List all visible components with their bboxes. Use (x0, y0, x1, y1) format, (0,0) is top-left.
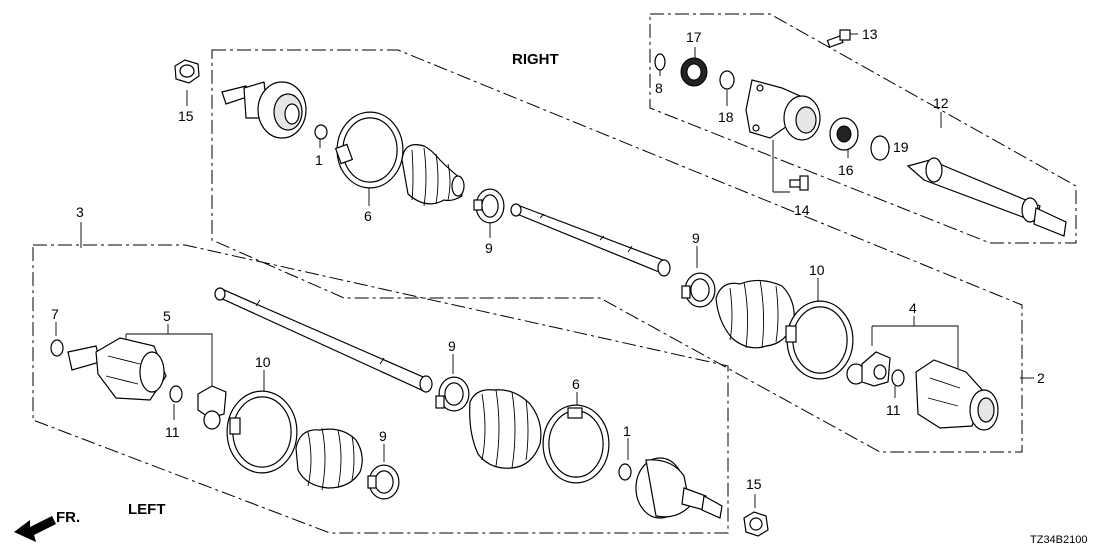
callout-14: 14 (794, 202, 810, 218)
callout-1: 1 (623, 423, 631, 439)
callout-13: 13 (862, 26, 878, 42)
heading-right: RIGHT (512, 51, 559, 68)
callout-11: 11 (165, 424, 180, 440)
heading-left: LEFT (128, 501, 166, 518)
outboard-cv-joint-left (635, 457, 723, 519)
callout-10: 10 (255, 354, 271, 370)
callout-7: 7 (51, 306, 59, 322)
snap-ring-19 (870, 135, 890, 161)
callout-15: 15 (746, 476, 762, 492)
axle-shaft-left (214, 287, 433, 393)
leader-lines (55, 33, 1034, 508)
left-assembly-outline (32, 244, 729, 534)
callout-6: 6 (572, 376, 580, 392)
boot-band-small-left-a (367, 464, 400, 500)
boot-outer-right (401, 144, 465, 207)
hub-nut-left (743, 511, 769, 537)
axle-shaft-right (510, 203, 671, 277)
callout-17: 17 (686, 29, 702, 45)
callout-4: 4 (909, 300, 917, 316)
snap-ring-18 (719, 70, 735, 90)
inboard-joint-housing-right (915, 359, 999, 431)
callout-9: 9 (692, 230, 700, 246)
bolt-13 (826, 29, 851, 48)
callout-9: 9 (379, 428, 387, 444)
front-arrow (14, 516, 56, 542)
callout-10: 10 (809, 262, 825, 278)
callout-1: 1 (315, 152, 323, 168)
circlip-left (618, 463, 632, 481)
bearing-support-bracket (745, 79, 821, 141)
callout-5: 5 (163, 308, 171, 324)
circlip-left-inner (169, 385, 183, 403)
callout-12: 12 (933, 95, 949, 111)
oil-seal-17 (680, 57, 708, 87)
boot-band-small-right-b (681, 272, 716, 308)
callout-9: 9 (485, 240, 493, 256)
boot-band-large-left-outer (542, 404, 610, 484)
bolt-14 (789, 175, 809, 191)
diagram-code: TZ34B2100 (1030, 534, 1087, 546)
callout-6: 6 (364, 208, 372, 224)
callout-9: 9 (448, 338, 456, 354)
callout-8: 8 (655, 80, 663, 96)
outboard-cv-joint-right (221, 81, 307, 139)
bearing-16 (829, 117, 859, 151)
callout-19: 19 (893, 139, 909, 155)
callout-15: 15 (178, 108, 194, 124)
boot-band-large-right-inner (785, 300, 854, 380)
inboard-joint-housing-left (67, 337, 167, 401)
boot-inner-left (295, 427, 363, 491)
tripod-joint-right (846, 351, 891, 387)
callout-18: 18 (718, 109, 734, 125)
boot-band-small-left-b (435, 376, 470, 412)
callout-11: 11 (886, 402, 901, 418)
circlip-left-outer (50, 339, 64, 357)
callout-2: 2 (1037, 370, 1045, 386)
intermediate-shaft-12 (906, 157, 1067, 237)
intermediate-shaft-outline (649, 13, 1077, 244)
boot-inner-right (715, 279, 795, 349)
boot-band-small-right-a (473, 188, 505, 224)
front-arrow-label: FR. (56, 509, 80, 526)
boot-outer-left (469, 389, 542, 469)
boot-band-large-right (334, 111, 404, 189)
hub-nut-right (174, 59, 200, 84)
circlip-right-inner (891, 369, 905, 387)
tripod-joint-left (197, 385, 227, 430)
boot-band-large-left-inner (226, 390, 298, 474)
snap-ring-8 (654, 53, 666, 71)
callout-16: 16 (838, 162, 854, 178)
circlip-right (314, 124, 328, 140)
callout-3: 3 (76, 204, 84, 220)
right-assembly-outline (211, 49, 1023, 453)
